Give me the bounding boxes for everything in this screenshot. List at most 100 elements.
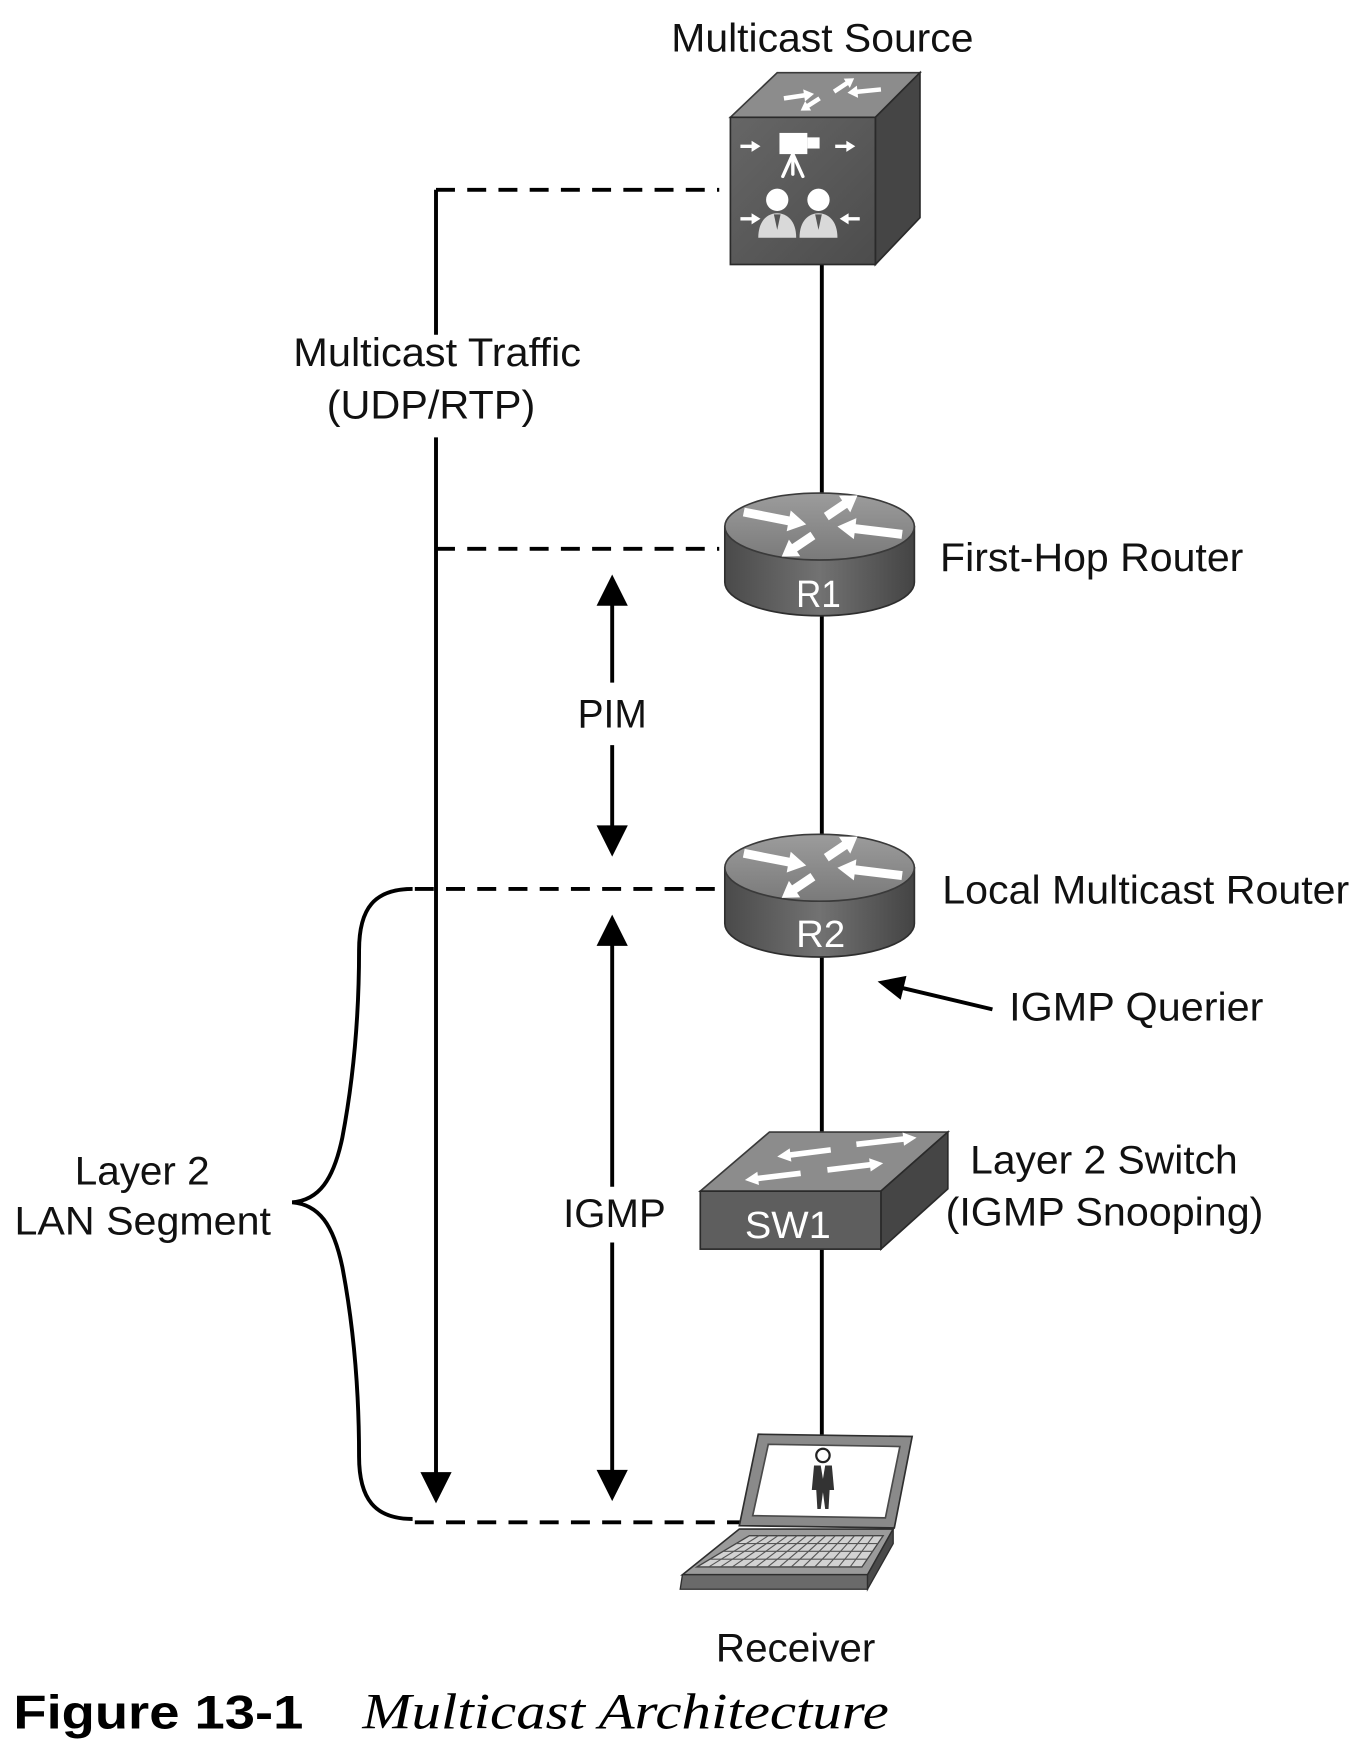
switch-front-face xyxy=(699,1190,882,1250)
figure-title: Multicast Architecture xyxy=(361,1684,888,1740)
keyboard-grid-line xyxy=(731,1535,779,1568)
arrow-icon xyxy=(856,1132,917,1148)
router-arrows xyxy=(742,836,903,898)
keyboard-grid-line xyxy=(708,1535,760,1568)
multicast-source-node: Multicast Source xyxy=(671,16,973,267)
querier-arrowhead xyxy=(877,975,907,1000)
person-head xyxy=(807,188,830,211)
switch-sw1-node: SW1 Layer 2 Switch (IGMP Snooping) xyxy=(698,1130,1264,1252)
segment-label-line2: LAN Segment xyxy=(14,1199,270,1244)
keyboard-grid-line xyxy=(743,1535,788,1568)
querier-pointer-line xyxy=(902,986,993,1012)
video-camera-icon xyxy=(779,132,820,179)
user-figure-icon xyxy=(811,1447,835,1509)
traffic-arrowhead xyxy=(420,1472,452,1504)
arrow-icon xyxy=(740,140,761,152)
igmp-flow: IGMP xyxy=(563,914,666,1502)
switch-arrows xyxy=(744,1132,917,1186)
person-icon xyxy=(758,188,797,238)
keyboard-grid-line xyxy=(838,1535,865,1568)
keyboard-grid-line xyxy=(849,1535,875,1568)
arrow-icon xyxy=(800,96,821,111)
igmp-querier-callout: IGMP Querier xyxy=(877,975,1263,1030)
router-r1-node: R1 First-Hop Router xyxy=(723,492,1243,617)
person-tie xyxy=(773,214,781,230)
curly-brace xyxy=(291,887,413,1521)
traffic-label-line1: Multicast Traffic xyxy=(293,330,581,375)
person-tie xyxy=(815,214,822,230)
querier-label: IGMP Querier xyxy=(1009,985,1263,1030)
keyboard-grid-line xyxy=(779,1535,817,1568)
laptop-base-side xyxy=(866,1526,894,1592)
user-body xyxy=(811,1465,835,1509)
person-head xyxy=(766,188,789,211)
keyboard-grid-line xyxy=(814,1535,846,1568)
keyboard-keys xyxy=(708,1535,878,1568)
laptop-icon xyxy=(679,1433,914,1592)
multicast-traffic-flow: Multicast Traffic (UDP/RTP) xyxy=(293,189,581,1504)
arrow-icon xyxy=(823,495,858,521)
traffic-label-line2: (UDP/RTP) xyxy=(327,382,536,427)
arrow-icon xyxy=(783,89,815,102)
switch-icon: SW1 xyxy=(698,1130,951,1252)
person-icon xyxy=(799,188,838,238)
keyboard-grid-line xyxy=(790,1535,827,1568)
arrow-icon xyxy=(827,1158,884,1173)
receiver-label: Receiver xyxy=(716,1626,875,1671)
keyboard-grid-line xyxy=(767,1535,808,1568)
video-conference-server-icon xyxy=(728,70,922,267)
switch-name-label: SW1 xyxy=(745,1205,831,1247)
laptop-base-front xyxy=(679,1574,869,1590)
igmp-arrowhead-up xyxy=(596,914,628,946)
arrow-icon xyxy=(823,836,858,862)
router-top xyxy=(723,833,916,903)
keyboard-grid-line xyxy=(755,1535,798,1568)
arrow-icon xyxy=(839,213,860,225)
user-head xyxy=(815,1447,831,1464)
igmp-arrowhead-down xyxy=(596,1469,628,1502)
arrow-icon xyxy=(744,1170,801,1186)
arrow-icon xyxy=(832,78,855,94)
cube-top-arrows xyxy=(783,78,882,111)
arrow-icon xyxy=(781,531,816,557)
pim-flow: PIM xyxy=(578,574,647,857)
arrow-icon xyxy=(837,518,903,540)
arrow-icon xyxy=(835,140,856,152)
arrow-icon xyxy=(847,85,882,98)
pim-label: PIM xyxy=(578,691,647,736)
camera-lens xyxy=(807,137,820,149)
arrow-icon xyxy=(837,859,903,881)
pim-arrowhead-down xyxy=(596,825,628,857)
arrow-icon xyxy=(742,507,807,532)
router-r2-node: R2 Local Multicast Router xyxy=(723,833,1349,958)
r1-role-label: First-Hop Router xyxy=(940,535,1243,580)
figure-number: Figure 13-1 xyxy=(13,1687,303,1739)
source-label: Multicast Source xyxy=(671,16,973,61)
sw1-role-label-line2: (IGMP Snooping) xyxy=(946,1190,1264,1235)
igmp-label: IGMP xyxy=(563,1191,666,1236)
segment-label-line1: Layer 2 xyxy=(75,1148,210,1193)
keyboard-grid-line xyxy=(802,1535,836,1568)
router-icon: R2 xyxy=(723,833,916,958)
cube-front-arrows xyxy=(740,140,860,225)
router-icon: R1 xyxy=(723,492,916,617)
figure-caption: Figure 13-1 Multicast Architecture xyxy=(13,1684,888,1740)
r2-role-label: Local Multicast Router xyxy=(942,867,1349,912)
arrow-icon xyxy=(781,873,816,898)
arrow-icon xyxy=(777,1147,832,1162)
receiver-node: Receiver xyxy=(679,1433,914,1671)
keyboard-grid-line xyxy=(826,1535,855,1568)
arrow-icon xyxy=(740,213,761,225)
camera-body xyxy=(779,132,808,155)
router-arrows xyxy=(742,495,903,557)
router-name-label: R2 xyxy=(796,914,845,956)
sw1-role-label-line1: Layer 2 Switch xyxy=(970,1137,1238,1182)
lan-segment-brace: Layer 2 LAN Segment xyxy=(14,887,413,1521)
router-top xyxy=(723,492,916,561)
pim-arrowhead-up xyxy=(596,574,628,606)
user-tie xyxy=(820,1465,826,1479)
router-name-label: R1 xyxy=(796,574,841,616)
arrow-icon xyxy=(742,848,807,873)
keyboard-grid-line xyxy=(720,1535,769,1568)
